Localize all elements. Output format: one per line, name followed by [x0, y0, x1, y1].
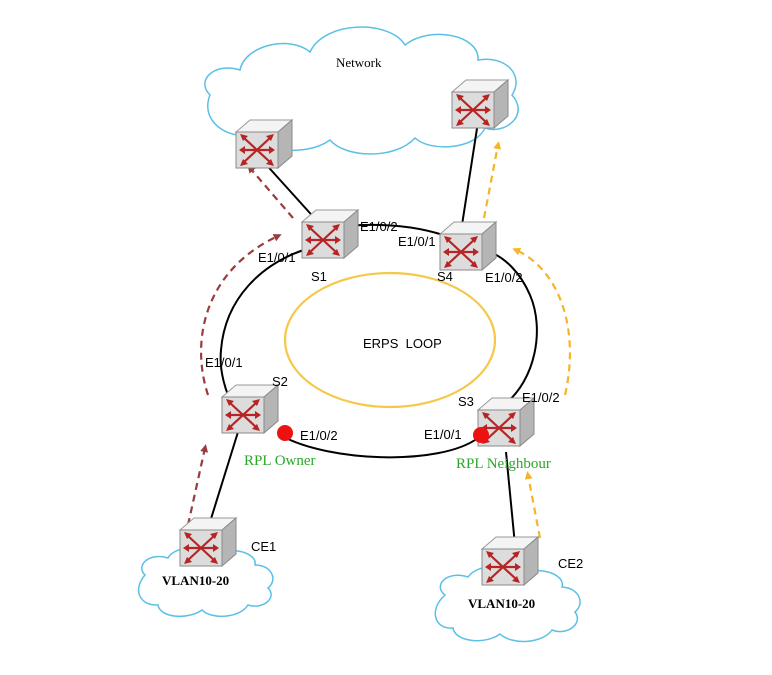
- s3-blocked-port: [473, 427, 489, 443]
- network-label: Network: [336, 55, 382, 70]
- erps-loop-label: ERPS LOOP: [363, 336, 442, 351]
- s3-port1-label: E1/0/1: [424, 427, 462, 442]
- s2-port1-label: E1/0/1: [205, 355, 243, 370]
- s1-port1-label: E1/0/1: [258, 250, 296, 265]
- ce1-cloud-icon: [137, 547, 274, 617]
- rpl-owner-label: RPL Owner: [244, 453, 316, 469]
- ce2-label: CE2: [558, 556, 583, 571]
- ce2-switch-icon: [480, 535, 540, 587]
- network-switch-left-icon: [234, 118, 294, 170]
- ce2-traffic-path: [482, 141, 572, 539]
- s1-switch-icon: [300, 208, 360, 260]
- s2-label: S2: [272, 374, 288, 389]
- ce2-vlan-label: VLAN10-20: [468, 596, 535, 611]
- s2-switch-icon: [220, 383, 280, 435]
- s3-label: S3: [458, 394, 474, 409]
- ce1-traffic-path: [186, 164, 294, 526]
- uplinks: [209, 121, 516, 546]
- s4-label: S4: [437, 269, 453, 284]
- ce1-switch-icon: [178, 516, 238, 568]
- ce1-label: CE1: [251, 539, 276, 554]
- s1-port2-label: E1/0/2: [360, 219, 398, 234]
- ce1-vlan-label: VLAN10-20: [162, 573, 229, 588]
- s4-port2-label: E1/0/2: [485, 270, 523, 285]
- rpl-neighbour-label: RPL Neighbour: [456, 456, 551, 472]
- s4-port1-label: E1/0/1: [398, 234, 436, 249]
- s4-switch-icon: [438, 220, 498, 272]
- s2-blocked-port: [277, 425, 293, 441]
- erps-loop-ring: [283, 271, 497, 409]
- s3-port2-label: E1/0/2: [522, 390, 560, 405]
- s1-label: S1: [311, 269, 327, 284]
- network-switch-right-icon: [450, 78, 510, 130]
- s2-port2-label: E1/0/2: [300, 428, 338, 443]
